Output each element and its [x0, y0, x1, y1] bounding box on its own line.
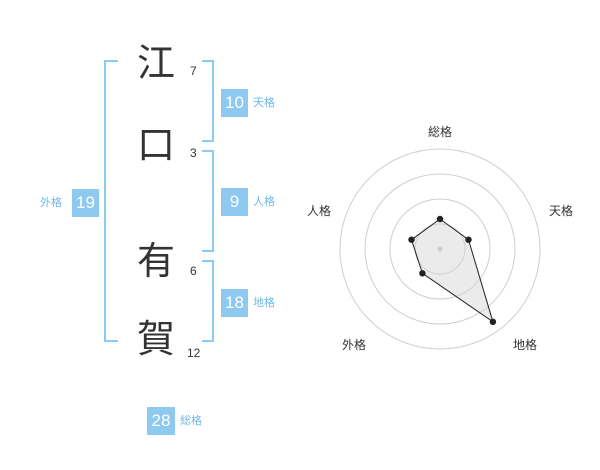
radar-axis-label-1: 総格 — [428, 125, 453, 139]
radar-point-1 — [436, 215, 444, 223]
radar-point-2 — [465, 236, 472, 243]
radar-axis-label-2: 天格 — [549, 204, 574, 218]
soukaku-value: 28 — [147, 407, 175, 435]
name-char-3: 有 — [136, 239, 175, 283]
chikaku-bracket — [202, 260, 214, 342]
radar-ring-3 — [364, 173, 516, 325]
tenkaku-label: 天格 — [253, 96, 275, 109]
name-char-1: 江 — [136, 41, 175, 85]
soukaku-label: 総格 — [180, 414, 202, 427]
chikaku-value: 18 — [221, 289, 248, 317]
gaikaku-label: 外格 — [40, 196, 62, 209]
radar-axis-label-5: 人格 — [307, 204, 332, 218]
radar-center — [437, 246, 443, 252]
jinkaku-label: 人格 — [253, 195, 275, 208]
gaikaku-value: 19 — [72, 189, 99, 217]
stroke-count-1: 7 — [190, 64, 197, 78]
gaikaku-bracket — [104, 60, 118, 342]
name-char-4: 賀 — [136, 317, 175, 361]
radar-data-polygon — [410, 218, 494, 324]
radar-axis-label-3: 地格 — [513, 338, 538, 352]
radar-axis-label-4: 外格 — [342, 338, 367, 352]
tenkaku-bracket — [202, 60, 214, 142]
radar-point-4 — [419, 270, 426, 277]
name-char-2: 口 — [136, 123, 175, 167]
chikaku-label: 地格 — [253, 296, 275, 309]
jinkaku-bracket — [202, 150, 214, 252]
radar-point-3 — [489, 318, 497, 325]
radar-ring-2 — [389, 198, 491, 300]
radar-ring-4 — [339, 148, 541, 350]
radar-point-5 — [408, 236, 415, 243]
jinkaku-value: 9 — [221, 188, 248, 216]
stroke-count-2: 3 — [190, 146, 197, 160]
stroke-count-4: 12 — [187, 346, 201, 360]
stroke-count-3: 6 — [190, 264, 197, 278]
tenkaku-value: 10 — [221, 89, 248, 117]
